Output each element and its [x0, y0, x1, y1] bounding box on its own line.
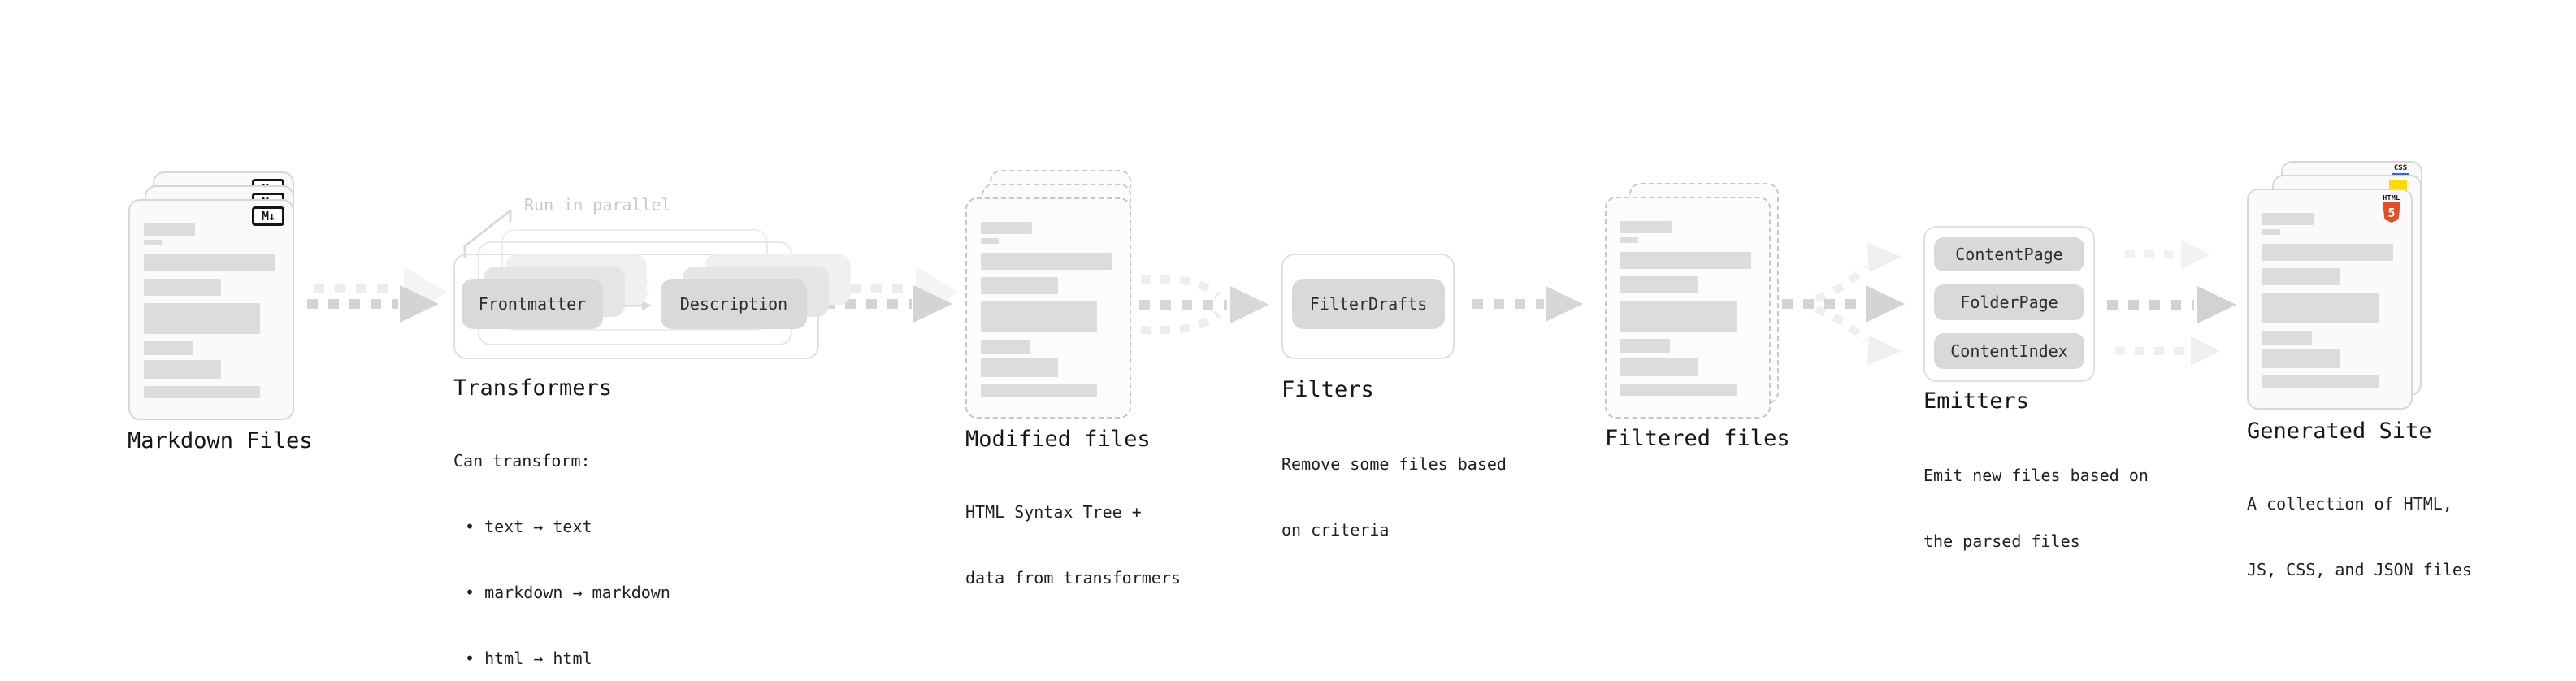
- emitters-container: [1923, 226, 2095, 382]
- markdown-badge-icon: M↓: [252, 206, 284, 226]
- arrow-markdown-to-transformers: [307, 267, 447, 323]
- description-line: JS, CSS, and JSON files: [2247, 560, 2472, 579]
- transformers-label: Transformers: [453, 375, 613, 401]
- run-in-parallel-leader-line: [463, 209, 512, 258]
- description-line: Remove some files based: [1281, 454, 1507, 474]
- description-line: HTML Syntax Tree +: [965, 502, 1142, 522]
- description-line: A collection of HTML,: [2247, 494, 2452, 514]
- description-line: the parsed files: [1923, 531, 2080, 551]
- markdown-files-label: Markdown Files: [128, 428, 313, 453]
- description-line: Emit new files based on: [1923, 466, 2149, 485]
- description-box: Description: [661, 279, 807, 329]
- arrow-filters-to-filtered: [1472, 286, 1583, 322]
- filtered-files-label: Filtered files: [1605, 426, 1790, 451]
- doc-placeholder-text: [2262, 213, 2397, 388]
- html5-shield: 5: [2383, 202, 2400, 223]
- html5-badge-text: HTML: [2383, 194, 2400, 202]
- frontmatter-box: Frontmatter: [462, 279, 603, 329]
- modified-files-description: HTML Syntax Tree + data from transformer…: [965, 458, 1181, 633]
- transformer-capability-item: • html → html: [465, 648, 592, 668]
- modified-files-label: Modified files: [965, 427, 1151, 452]
- filters-container: [1281, 254, 1455, 359]
- transformers-description: Can transform: • text → text • markdown …: [453, 406, 670, 681]
- folderpage-box: FolderPage: [1934, 284, 2084, 320]
- generated-site-description: A collection of HTML, JS, CSS, and JSON …: [2247, 449, 2472, 625]
- run-in-parallel-annotation: Run in parallel: [524, 195, 671, 215]
- transformer-capability-item: • markdown → markdown: [465, 583, 670, 602]
- generated-doc-html: HTML 5: [2247, 189, 2413, 410]
- filters-label: Filters: [1281, 377, 1374, 402]
- emitters-description: Emit new files based on the parsed files: [1923, 421, 2149, 596]
- css-badge-text: CSS: [2393, 164, 2408, 172]
- contentpage-box: ContentPage: [1934, 237, 2084, 271]
- markdown-doc-front: M↓: [128, 199, 294, 420]
- doc-placeholder-text: [144, 223, 279, 398]
- description-line: on criteria: [1281, 520, 1390, 540]
- doc-placeholder-text: [1620, 221, 1755, 396]
- contentindex-box: ContentIndex: [1934, 333, 2084, 369]
- arrow-modified-to-filters: [1139, 275, 1269, 334]
- description-line: data from transformers: [965, 568, 1181, 588]
- filters-description: Remove some files based on criteria: [1281, 410, 1507, 585]
- arrow-transformers-to-modified: [824, 267, 959, 323]
- js-badge-icon: [2389, 180, 2407, 190]
- transformer-capability-item: • text → text: [465, 517, 592, 536]
- filtered-doc-front: [1605, 197, 1771, 419]
- modified-doc-front: [965, 197, 1131, 419]
- filterdrafts-box: FilterDrafts: [1292, 279, 1445, 329]
- html5-badge-icon: HTML 5: [2382, 194, 2401, 223]
- arrow-filtered-to-emitters: [1782, 243, 1905, 365]
- emitters-label: Emitters: [1923, 388, 2030, 414]
- html5-number: 5: [2387, 205, 2396, 220]
- arrow-emitters-to-generated: [2107, 240, 2236, 366]
- doc-placeholder-text: [981, 222, 1116, 397]
- generated-site-label: Generated Site: [2247, 419, 2432, 444]
- transformers-subtitle: Can transform:: [453, 451, 591, 471]
